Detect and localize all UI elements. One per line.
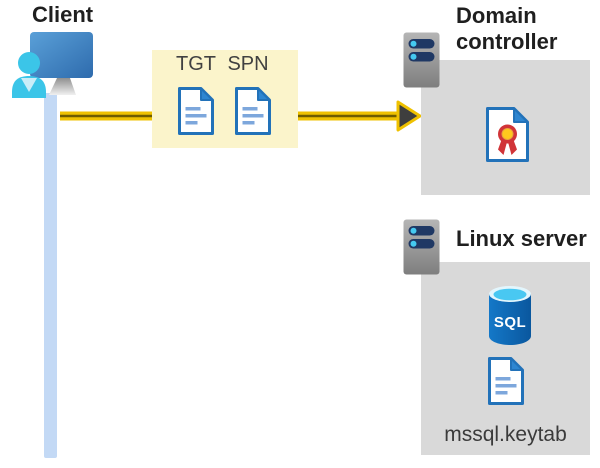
keytab-label: mssql.keytab bbox=[444, 423, 567, 446]
ticket-box bbox=[152, 50, 298, 148]
person-collar bbox=[21, 78, 37, 92]
database-cylinder bbox=[489, 294, 531, 345]
monitor-screen bbox=[30, 32, 93, 78]
sql-database-icon: SQL bbox=[489, 286, 531, 345]
keytab-document-icon bbox=[488, 357, 524, 405]
document-fold bbox=[257, 87, 271, 101]
certificate-fold bbox=[513, 107, 529, 123]
document-fold bbox=[200, 87, 214, 101]
client-workstation-icon bbox=[12, 32, 93, 98]
spn-label: SPN bbox=[227, 53, 269, 75]
document-fold bbox=[510, 357, 524, 371]
client-timeline-line bbox=[44, 93, 57, 458]
tgt-label: TGT bbox=[176, 53, 216, 75]
domain-controller-label: Domain controller bbox=[456, 3, 558, 54]
spn-document-icon bbox=[235, 87, 271, 135]
linux-server-server-icon bbox=[403, 219, 440, 275]
certificate-icon bbox=[486, 107, 529, 162]
client-label: Client bbox=[32, 2, 94, 27]
arrow-head bbox=[396, 100, 422, 132]
monitor-stand bbox=[49, 78, 76, 95]
linux-server-label: Linux server bbox=[456, 226, 587, 251]
sql-label: SQL bbox=[494, 314, 526, 331]
tgt-document-icon bbox=[178, 87, 214, 135]
domain-controller-server-icon bbox=[403, 32, 440, 88]
person-head bbox=[18, 52, 40, 74]
